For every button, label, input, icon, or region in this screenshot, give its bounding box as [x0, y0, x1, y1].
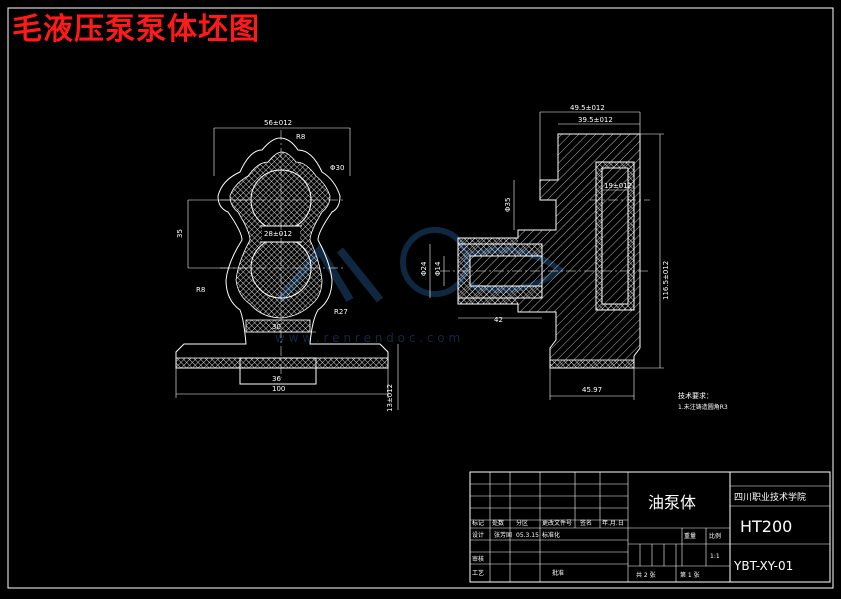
- dim-radius: R8: [296, 133, 305, 141]
- dim-boss-length: 42: [494, 316, 503, 324]
- dim-base-width: 45.97: [582, 386, 602, 394]
- dim-cavity-width: 19±012: [604, 182, 632, 190]
- tb-change-doc: 更改文件号: [542, 519, 572, 527]
- front-view: 56±012 R8 Φ30 35 28±012 R8 R27 30 36 100…: [175, 119, 399, 412]
- side-view: 49.5±012 39.5±012 19±012 Φ35 Φ24 Φ14 42 …: [420, 104, 670, 400]
- tb-standard: 标准化: [542, 531, 560, 539]
- material: HT200: [740, 517, 792, 536]
- drawing-title: 毛液压泵泵体坯图: [12, 12, 260, 47]
- front-view-outline: [175, 137, 389, 369]
- dim-neck: 30: [272, 323, 281, 331]
- dim-radius-right: R27: [334, 308, 348, 316]
- tb-scale-value: 1:1: [710, 553, 720, 560]
- base-wall: [175, 357, 389, 369]
- notes-line1: 1.未注铸造圆角R3: [678, 403, 728, 411]
- dim-foot-inner: 36: [272, 375, 281, 383]
- title-block: 标记 处数 分区 更改文件号 签名 年.月.日 设计 张芳国 05.3.15 标…: [469, 471, 831, 583]
- part-name: 油泵体: [648, 493, 696, 512]
- tb-zone: 分区: [516, 519, 528, 527]
- dim-boss-dia: Φ35: [504, 198, 512, 212]
- tb-craft: 工艺: [472, 569, 484, 577]
- tb-mark: 标记: [472, 519, 484, 527]
- watermark-text: w w w . r e n r e n d o c . c o m: [275, 331, 460, 345]
- dim-center-distance: 35: [176, 229, 184, 238]
- tb-review: 审核: [472, 555, 484, 563]
- tb-date-value: 05.3.15: [516, 532, 539, 539]
- school-name: 四川职业技术学院: [734, 491, 806, 503]
- tb-sheet: 第 1 张: [680, 571, 700, 579]
- tb-scale: 比例: [709, 532, 721, 540]
- tb-design: 设计: [472, 531, 484, 539]
- tb-designer: 张芳国: [494, 531, 512, 539]
- dim-foot-width: 100: [272, 385, 285, 393]
- tb-count: 处数: [492, 519, 504, 527]
- tb-weight: 重量: [684, 532, 696, 540]
- dim-hole-dia-inner: Φ14: [434, 261, 442, 276]
- tb-date: 年.月.日: [602, 519, 624, 527]
- dim-height: 116.5±012: [662, 261, 670, 300]
- dim-hole-dia-outer: Φ24: [420, 261, 428, 276]
- notes-heading: 技术要求：: [678, 391, 713, 400]
- dim-inner-width: 28±012: [264, 230, 292, 238]
- dim-radius-left: R8: [196, 286, 205, 294]
- dim-top-width: 56±012: [264, 119, 292, 127]
- dim-base-height: 13±012: [386, 384, 394, 412]
- dim-bore-diameter: Φ30: [330, 164, 344, 172]
- tb-total: 共 2 张: [636, 571, 656, 579]
- drawing-border: [7, 7, 834, 589]
- technical-notes: 技术要求： 1.未注铸造圆角R3: [678, 391, 728, 411]
- tb-approve: 批准: [552, 569, 564, 577]
- dim-top-outer: 49.5±012: [570, 104, 605, 112]
- drawing-number: YBT-XY-01: [733, 559, 793, 573]
- dim-top-inner: 39.5±012: [578, 116, 613, 124]
- tb-sign: 签名: [580, 519, 592, 527]
